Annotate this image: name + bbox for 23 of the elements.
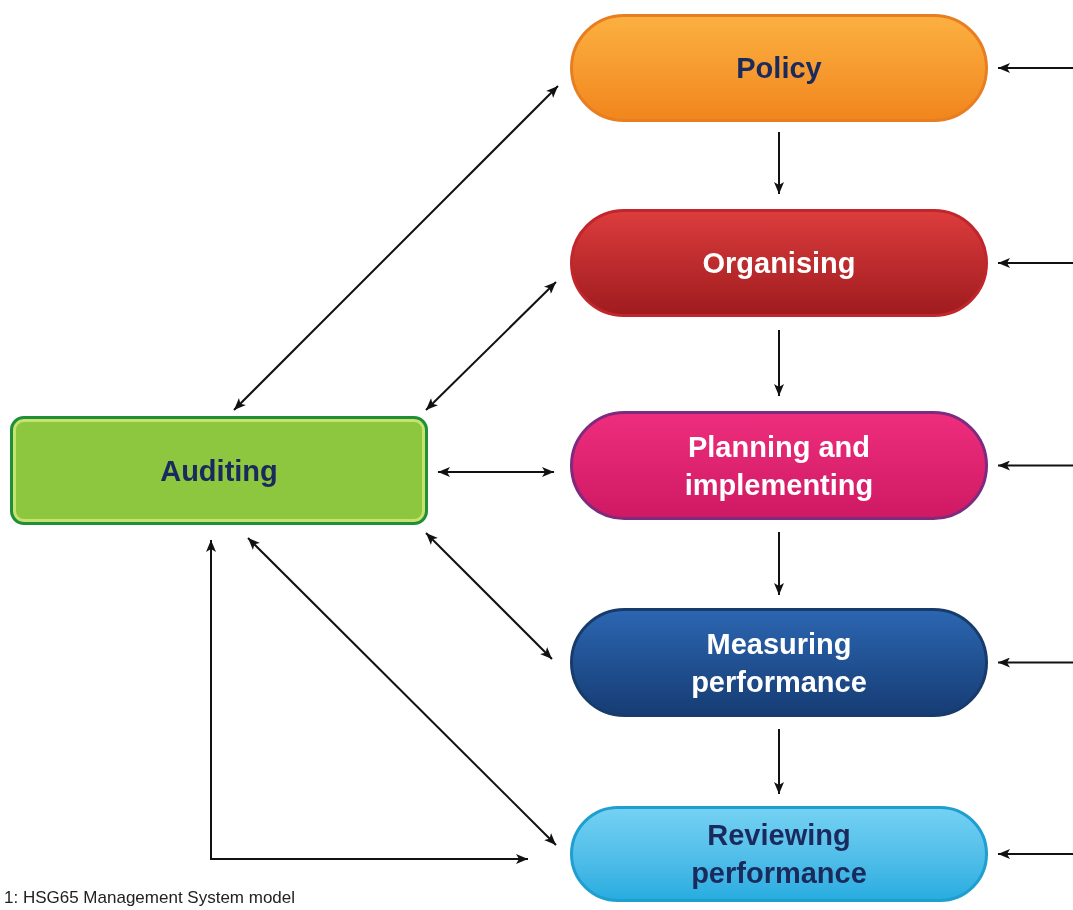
arrow	[997, 849, 1073, 859]
arrow	[774, 728, 784, 795]
node-label: Auditing	[160, 453, 278, 489]
arrow	[425, 281, 557, 411]
arrow	[997, 460, 1073, 471]
arrow	[774, 329, 784, 397]
node-label: Measuring performance	[690, 626, 868, 700]
arrow	[425, 532, 553, 660]
arrow	[997, 63, 1073, 73]
arrow	[997, 657, 1073, 668]
arrow	[997, 258, 1073, 268]
node-label: Organising	[702, 246, 856, 281]
arrow	[437, 467, 555, 477]
node-label: Reviewing performance	[690, 818, 868, 891]
arrow	[774, 131, 784, 195]
node-label: Planning and implementing	[683, 429, 875, 503]
arrow	[247, 537, 557, 846]
arrow	[206, 539, 529, 864]
arrow	[233, 85, 559, 411]
node-label: Policy	[736, 51, 822, 86]
auditing-box	[10, 416, 428, 525]
caption: 1: HSG65 Management System model	[4, 888, 296, 908]
arrow	[774, 531, 784, 596]
